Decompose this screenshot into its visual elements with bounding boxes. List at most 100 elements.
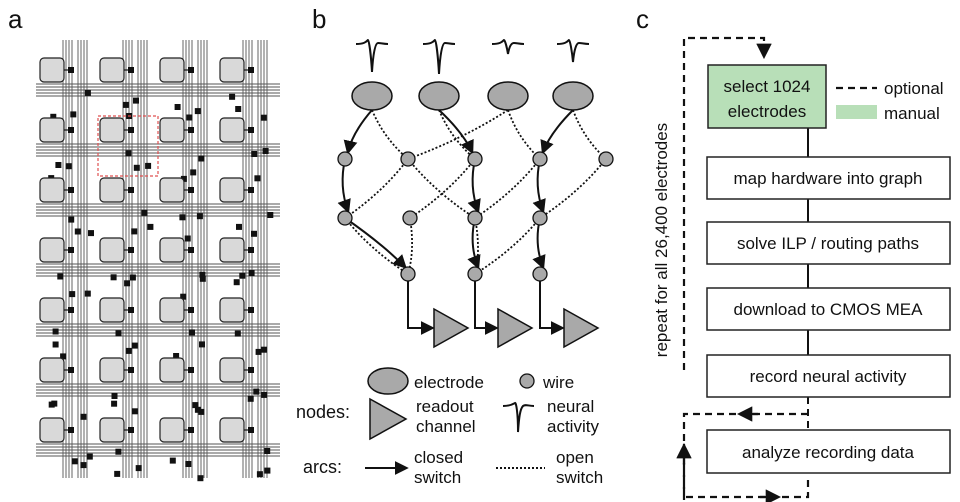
switch-node xyxy=(253,388,260,395)
electrode-node xyxy=(487,81,529,111)
open-switch-arc xyxy=(344,158,409,219)
electrode-pad xyxy=(39,297,65,323)
wire-node xyxy=(532,210,548,226)
routing-graph xyxy=(337,38,614,349)
switch-node xyxy=(57,273,64,280)
legend-electrode-icon xyxy=(367,367,409,395)
switch-node xyxy=(261,346,267,353)
panel-c-letter: c xyxy=(636,4,649,34)
switch-node xyxy=(234,330,241,337)
switch-node xyxy=(84,290,91,297)
switch-node xyxy=(128,427,134,433)
electrode-pad xyxy=(219,117,245,143)
legend-wire-icon xyxy=(519,373,535,389)
switch-node xyxy=(131,408,138,415)
wire-node xyxy=(400,266,416,282)
switch-node xyxy=(248,427,254,433)
wire-node xyxy=(532,151,548,167)
legend-closed-text-1: closed xyxy=(414,448,463,467)
panel-a-letter: a xyxy=(8,4,23,34)
wire-node xyxy=(467,266,483,282)
electrode-pad xyxy=(159,117,185,143)
closed-switch-arc xyxy=(438,109,474,155)
switch-node xyxy=(55,162,62,168)
switch-node xyxy=(174,104,181,110)
electrode-pad xyxy=(159,357,185,383)
electrode-node xyxy=(552,81,594,111)
switch-node xyxy=(65,163,72,170)
open-switch-arc xyxy=(407,158,476,219)
switch-node xyxy=(74,228,81,235)
switch-node xyxy=(248,187,254,193)
switch-node xyxy=(128,367,134,373)
switch-node xyxy=(145,162,152,169)
switch-node xyxy=(122,101,129,108)
switch-node xyxy=(124,280,131,287)
electrode-pad xyxy=(39,117,65,143)
electrode-pad xyxy=(99,297,125,323)
switch-node xyxy=(248,127,254,133)
switch-node xyxy=(68,367,74,373)
switch-node xyxy=(188,367,194,373)
switch-node xyxy=(48,401,55,408)
switch-node xyxy=(68,216,75,223)
electrode-pad xyxy=(159,57,185,83)
wire-node xyxy=(532,266,548,282)
switch-node xyxy=(173,353,180,359)
switch-node xyxy=(199,271,206,278)
switch-node xyxy=(248,67,254,73)
wire-node xyxy=(402,210,418,226)
switch-node xyxy=(256,471,263,478)
switch-node xyxy=(248,247,254,253)
step-download-text: download to CMOS MEA xyxy=(734,300,924,319)
wire-node xyxy=(400,151,416,167)
switch-node xyxy=(80,462,87,469)
switch-node xyxy=(236,223,242,230)
readout-channel-node xyxy=(563,307,600,349)
step-download-box xyxy=(706,287,951,331)
switch-node xyxy=(196,213,203,220)
switch-node xyxy=(111,400,118,407)
step-select-text-1: select 1024 xyxy=(724,77,811,96)
switch-node xyxy=(198,155,205,162)
electrode-pad xyxy=(219,297,245,323)
electrode-pad xyxy=(99,417,125,443)
closed-switch-arc xyxy=(540,109,574,155)
switch-node xyxy=(262,148,269,154)
switch-node xyxy=(188,247,194,253)
loop-dashed-bottom xyxy=(682,412,808,500)
electrode-pad xyxy=(99,357,125,383)
closed-switch-arc xyxy=(337,158,351,214)
highlight-box xyxy=(97,115,159,177)
closed-switch-arc xyxy=(344,217,407,270)
switch-node xyxy=(71,458,78,465)
electrode-pad xyxy=(159,177,185,203)
switch-node xyxy=(264,467,271,474)
switch-node xyxy=(186,114,193,121)
switch-node xyxy=(251,230,257,237)
neural-activity-trace xyxy=(355,38,389,73)
switch-node xyxy=(52,341,59,348)
step-solve-text: solve ILP / routing paths xyxy=(737,234,919,253)
electrode-pad xyxy=(219,57,245,83)
switch-node xyxy=(248,270,255,276)
step-analyze-box xyxy=(706,429,951,474)
switch-node xyxy=(50,113,57,120)
switch-node xyxy=(229,93,236,100)
switch-matrix-grid xyxy=(36,40,280,482)
open-switch-arc xyxy=(474,158,541,219)
switch-node xyxy=(192,402,199,409)
switch-node xyxy=(184,235,191,242)
open-switch-arc xyxy=(371,109,409,160)
switch-node xyxy=(185,461,192,467)
electrode-pad xyxy=(39,357,65,383)
wire-node xyxy=(337,151,353,167)
switch-node xyxy=(110,274,117,281)
switch-node xyxy=(84,89,91,96)
switch-node xyxy=(197,475,204,482)
legend-wire-text: wire xyxy=(542,373,574,392)
closed-switch-arc xyxy=(539,281,565,335)
legend-neural-text-2: activity xyxy=(547,417,599,436)
legend-open-text-2: switch xyxy=(556,468,603,487)
switch-node xyxy=(248,307,254,313)
